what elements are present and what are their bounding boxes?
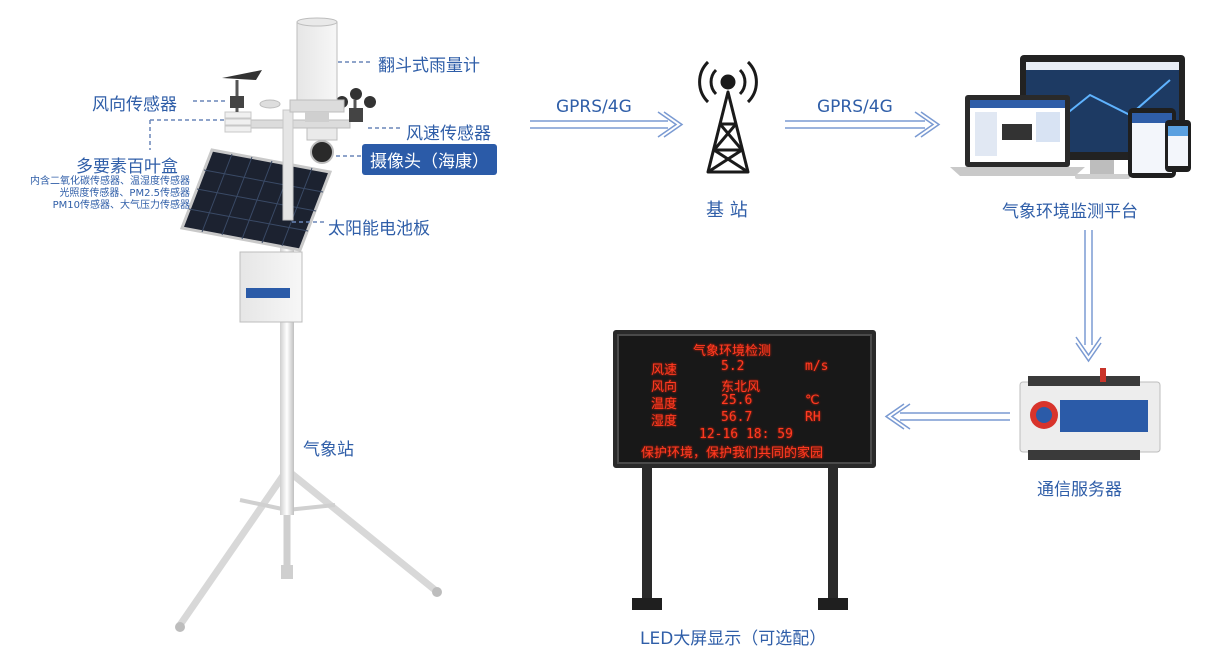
led-row-value: 东北风	[721, 380, 761, 395]
rain-gauge	[289, 17, 345, 122]
control-box	[239, 251, 303, 323]
led-display: 气象环境检测 风速 5.2 m/s 风向 东北风 温度 25.6 ℃ 湿度 56…	[613, 330, 876, 468]
led-stand	[632, 458, 848, 610]
link2-label: GPRS/4G	[817, 97, 893, 117]
anemometer	[336, 88, 376, 122]
arrow-base-to-platform	[785, 111, 941, 138]
led-slogan: 保护环境，保护我们共同的家园	[641, 446, 824, 461]
led-row-value: 56.7	[721, 410, 753, 425]
control-box-label	[246, 288, 290, 298]
multi-box-line3: PM10传感器、大气压力传感器	[52, 200, 190, 211]
solar-panel-label: 太阳能电池板	[328, 219, 430, 239]
link1-label: GPRS/4G	[556, 97, 632, 117]
led-row-unit: ℃	[805, 393, 820, 408]
multi-box-line1: 内含二氧化碳传感器、温湿度传感器	[30, 176, 190, 187]
platform-devices	[950, 55, 1191, 179]
arrow-server-to-led	[884, 403, 1010, 430]
multi-box-line2: 光照度传感器、PM2.5传感器	[59, 188, 190, 199]
arrow-station-to-base	[530, 111, 684, 138]
station-name-label: 气象站	[303, 440, 354, 460]
led-datetime: 12-16 18: 59	[699, 427, 793, 442]
led-row-value: 5.2	[721, 359, 745, 374]
louver-box	[224, 111, 252, 133]
camera-label: 摄像头（海康）	[362, 144, 497, 175]
comm-server-label: 通信服务器	[1037, 480, 1122, 500]
tower-icon	[698, 60, 758, 174]
camera	[306, 127, 338, 164]
led-row-name: 湿度	[651, 414, 678, 429]
tripod-leg-left	[177, 468, 290, 627]
led-row-unit: m/s	[805, 359, 829, 374]
wind-speed-label: 风速传感器	[406, 124, 491, 144]
base-station-label: 基 站	[706, 200, 748, 221]
comm-server-device	[1019, 368, 1161, 460]
platform-label: 气象环境监测平台	[1002, 202, 1138, 222]
tripod-leg-right	[284, 467, 438, 593]
solar-panel	[179, 148, 333, 252]
wind-direction-label: 风向传感器	[92, 95, 177, 115]
arrow-platform-to-server	[1075, 230, 1102, 363]
led-row-unit: RH	[805, 410, 821, 425]
led-title: 气象环境检测	[693, 344, 772, 359]
led-row-value: 25.6	[721, 393, 753, 408]
multi-box-title: 多要素百叶盒	[76, 157, 178, 177]
rain-gauge-label: 翻斗式雨量计	[378, 56, 480, 76]
wind-vane	[222, 70, 262, 112]
led-row-name: 风向	[651, 380, 678, 395]
led-row-name: 温度	[651, 397, 678, 412]
led-display-label: LED大屏显示（可选配）	[640, 629, 827, 649]
led-row-name: 风速	[651, 363, 678, 378]
